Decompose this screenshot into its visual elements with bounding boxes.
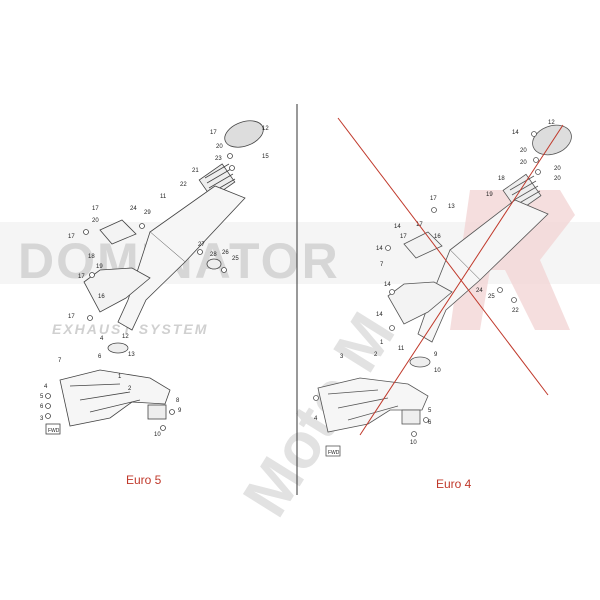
part-label: 18 [498,176,505,182]
part-label: 6 [98,354,102,360]
part-label: 6 [428,420,432,426]
header-flange [401,409,421,425]
caption-euro5: Euro 5 [126,473,162,487]
part-label: 13 [448,204,455,210]
part-label: 19 [486,192,493,198]
part-label: 1 [118,374,122,380]
part-label: 10 [434,368,441,374]
heat-shield [387,281,453,325]
front-marker-left: FWD [45,423,61,435]
part-label: 16 [98,294,105,300]
euro5-panel: FWD [45,120,264,435]
bolts [313,131,541,437]
part-label: 20 [554,176,561,182]
part-label: 1 [380,340,384,346]
part-label: 14 [376,312,383,318]
part-label: 28 [210,252,217,258]
part-label: 18 [88,254,95,260]
part-label: 20 [216,144,223,150]
mount-bracket [99,219,137,245]
part-label: 19 [96,264,103,270]
part-label: 24 [130,206,137,212]
part-label: 12 [122,334,129,340]
part-label: 22 [180,182,187,188]
caption-euro4: Euro 4 [436,477,472,491]
part-label: 14 [384,282,391,288]
bolts [45,153,235,431]
heat-shield [83,267,151,313]
part-label: 9 [178,408,182,414]
part-label: 20 [520,160,527,166]
gasket [409,356,431,368]
part-label: 24 [476,288,483,294]
part-label: 7 [58,358,62,364]
part-label: 16 [434,234,441,240]
euro4-part-labels: 12 14 20 20 20 20 18 19 17 13 14 17 17 1… [314,120,561,446]
part-label: 14 [512,130,519,136]
part-label: 22 [512,308,519,314]
part-label: 11 [398,346,405,352]
part-label: 4 [314,416,318,422]
part-label: 17 [210,130,217,136]
part-label: 17 [78,274,85,280]
part-label: 15 [262,154,269,160]
part-label: 3 [40,416,44,422]
part-label: 9 [434,352,438,358]
part-label: 17 [68,234,75,240]
part-label: 23 [215,156,222,162]
part-label: 3 [340,354,344,360]
part-label: 26 [222,250,229,256]
part-label: 14 [394,224,401,230]
part-label: 14 [376,246,383,252]
header-pipes [317,377,429,433]
part-label: 10 [410,440,417,446]
header-pipes [59,369,171,427]
damper-ring [206,258,222,270]
part-label: 25 [232,256,239,262]
end-cap [224,120,264,148]
part-label: 11 [160,194,167,200]
part-label: 2 [374,352,378,358]
part-label: 29 [144,210,151,216]
part-label: 17 [430,196,437,202]
part-label: 21 [192,168,199,174]
part-label: 4 [100,336,104,342]
part-label: 17 [68,314,75,320]
euro5-part-labels: 17 20 23 12 15 21 22 11 24 29 17 20 17 1… [40,126,269,438]
header-flange [147,404,167,420]
watermark-tagline: EXHAUST SYSTEM [52,321,208,337]
svg-text:FWD: FWD [328,450,340,456]
svg-text:FWD: FWD [48,428,60,434]
part-label: 12 [548,120,555,126]
part-label: 25 [488,294,495,300]
end-cap [532,124,572,156]
watermark-logo-r [450,190,575,330]
part-label: 5 [40,394,44,400]
part-label: 8 [176,398,180,404]
gasket [107,342,129,354]
part-label: 27 [198,242,205,248]
mount-bracket [403,231,443,259]
part-label: 10 [154,432,161,438]
part-label: 20 [554,166,561,172]
part-label: 5 [428,408,432,414]
part-label: 7 [380,262,384,268]
mesh-insert [198,163,236,199]
part-label: 4 [44,384,48,390]
part-label: 2 [128,386,132,392]
part-label: 20 [92,218,99,224]
part-label: 6 [40,404,44,410]
part-label: 12 [262,126,269,132]
part-label: 17 [92,206,99,212]
part-label: 17 [400,234,407,240]
part-label: 20 [520,148,527,154]
euro4-cross-out [337,117,564,436]
front-marker-right: FWD [325,445,341,457]
part-label: 13 [128,352,135,358]
